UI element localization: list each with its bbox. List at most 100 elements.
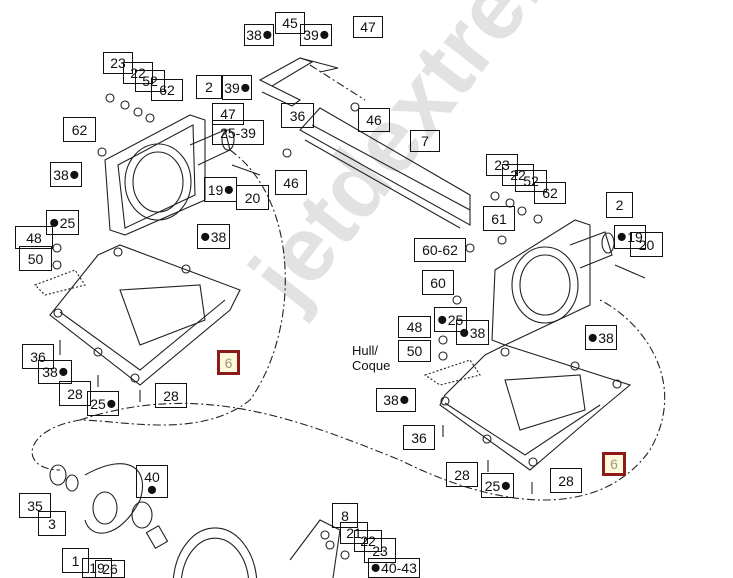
callout-part-47: 47 <box>212 103 244 125</box>
oil-drop-icon: ⬤ <box>240 82 250 92</box>
callout-part-50: 50 <box>19 246 52 271</box>
callout-part-60-62: 60-62 <box>414 238 466 262</box>
callout-number: 48 <box>26 229 42 246</box>
callout-part-25: 25⬤ <box>87 391 119 416</box>
callout-part-25: ⬤25 <box>434 307 467 332</box>
callout-number: 38 <box>469 324 486 341</box>
callout-part-45: 45 <box>275 12 305 34</box>
callout-number: 48 <box>406 319 423 335</box>
callout-number: 61 <box>491 210 507 227</box>
callout-number: 20 <box>638 236 655 253</box>
right-pump-housing <box>491 219 646 346</box>
oil-drop-icon: ⬤ <box>588 332 598 342</box>
callout-number: 25 <box>484 477 501 494</box>
callout-part-47: 47 <box>353 16 383 38</box>
callout-part-40: 40⬤ <box>136 465 168 498</box>
callout-part-39: 39⬤ <box>222 75 252 100</box>
oil-drop-icon: ⬤ <box>49 217 59 227</box>
callout-number: 28 <box>558 472 574 489</box>
callout-part-38: 38⬤ <box>376 388 416 412</box>
oil-drop-icon: ⬤ <box>399 395 409 404</box>
callout-part-28: 28 <box>59 381 91 406</box>
callout-part-23: 23 <box>103 52 133 74</box>
oil-drop-icon: ⬤ <box>58 367 68 376</box>
callout-number: 2 <box>615 197 624 213</box>
impeller-assembly <box>49 463 350 578</box>
callout-part-39: 39⬤ <box>300 24 332 46</box>
left-ride-plate <box>49 244 241 386</box>
callout-part-60: 60 <box>422 270 454 295</box>
callout-number: 19 <box>627 229 643 245</box>
callout-number: 1 <box>71 552 80 569</box>
oil-drop-icon: ⬤ <box>224 184 234 194</box>
callout-part-25-39: 25-39 <box>212 120 264 145</box>
callout-part-25: ⬤25 <box>46 210 79 235</box>
callout-number: 62 <box>159 82 175 98</box>
callout-number: 26 <box>102 561 118 577</box>
callout-part-38: 38⬤ <box>50 162 82 187</box>
callout-number: 19 <box>89 560 105 576</box>
hull-pad <box>423 359 481 386</box>
hull-pad-left <box>34 269 86 296</box>
callout-part-36: 36 <box>281 103 314 128</box>
callout-number: 25 <box>59 214 76 231</box>
wear-ring-inner <box>180 537 250 578</box>
callout-number: 38 <box>210 228 227 245</box>
callout-number: 38 <box>383 392 399 408</box>
left-assembly-loop <box>31 149 286 471</box>
callout-part-8: 8 <box>332 503 358 528</box>
callout-part-7: 7 <box>410 130 440 152</box>
callout-number: 62 <box>71 121 88 138</box>
oil-drop-icon: ⬤ <box>371 563 381 572</box>
callout-part-50: 50 <box>398 340 431 362</box>
callout-part-62: 62 <box>534 182 566 204</box>
callout-part-38: 38⬤ <box>244 24 274 46</box>
callout-number: 38 <box>53 166 69 183</box>
wear-ring-outer <box>172 527 258 578</box>
callout-part-46: 46 <box>275 170 307 195</box>
callout-number: 46 <box>283 174 299 191</box>
callout-part-38: ⬤38 <box>456 320 489 345</box>
callout-number: 50 <box>27 250 44 267</box>
callout-number: 60-62 <box>422 242 458 258</box>
oil-drop-icon: ⬤ <box>147 485 157 494</box>
right-ride-plate <box>439 344 632 471</box>
callout-part-2: 2 <box>606 192 633 218</box>
callout-number: 20 <box>244 189 261 206</box>
callout-part-38: 38⬤ <box>38 360 72 384</box>
callout-number: 23 <box>494 157 510 173</box>
callout-number: 52 <box>142 73 158 89</box>
hull-label-line1: Hull/ <box>352 343 379 358</box>
callout-part-46: 46 <box>358 108 390 132</box>
callout-part-62: 62 <box>63 117 96 142</box>
top-bracket <box>258 57 339 107</box>
callout-number: 40-43 <box>381 560 417 576</box>
callout-part-6: 6 <box>217 350 240 375</box>
callout-number: 60 <box>430 274 446 291</box>
callout-number: 3 <box>48 515 56 532</box>
callout-part-35: 35 <box>19 493 51 518</box>
oil-drop-icon: ⬤ <box>106 398 116 408</box>
callout-number: 21 <box>346 525 362 541</box>
callout-number: 25-39 <box>220 124 256 141</box>
oil-drop-icon: ⬤ <box>69 169 79 179</box>
callout-part-26: 26 <box>95 560 125 578</box>
callout-part-28: 28 <box>446 462 478 487</box>
oil-drop-icon: ⬤ <box>319 30 329 39</box>
callout-part-22: 22 <box>123 62 153 84</box>
callout-part-48: 48 <box>15 226 53 249</box>
callout-number: 19 <box>207 181 224 198</box>
callout-number: 39 <box>303 27 319 43</box>
callout-number: 8 <box>341 507 349 524</box>
callout-number: 36 <box>411 429 427 446</box>
callout-number: 36 <box>289 107 306 124</box>
callout-number: 38 <box>598 329 614 346</box>
callout-number: 40 <box>144 469 160 485</box>
callout-part-48: 48 <box>398 316 431 338</box>
callout-part-38: ⬤38 <box>197 224 230 249</box>
callout-number: 62 <box>542 185 558 201</box>
callout-number: 6 <box>224 354 233 371</box>
callout-part-52: 52 <box>135 70 165 92</box>
oil-drop-icon: ⬤ <box>262 30 272 39</box>
